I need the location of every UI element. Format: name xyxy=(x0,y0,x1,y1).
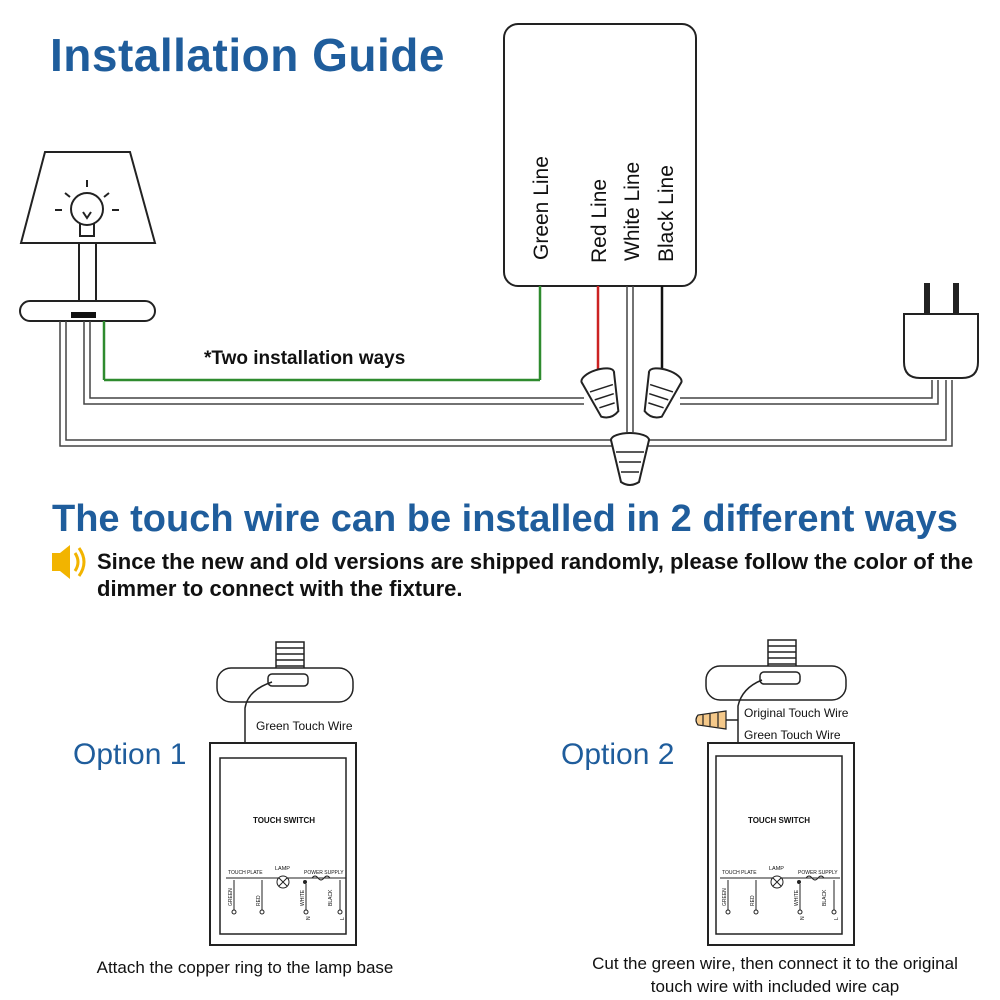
section-heading: The touch wire can be installed in 2 dif… xyxy=(52,498,958,540)
terminal-label: GREEN xyxy=(228,888,234,906)
terminal-label: BLACK xyxy=(328,889,334,906)
speaker-icon xyxy=(52,545,86,579)
terminal-label: N xyxy=(306,916,312,920)
wiring-note: *Two installation ways xyxy=(204,348,405,369)
socket-icon xyxy=(216,641,354,703)
option2-diagram: Original Touch Wire Green Touch Wire TOU… xyxy=(695,639,855,946)
option2-switch-title: TOUCH SWITCH xyxy=(748,816,810,825)
terminal-label: N xyxy=(800,916,806,920)
terminal-label: L xyxy=(340,917,346,920)
dimmer-wire-label-green: Green Line xyxy=(530,156,553,260)
option2-wire-label-2: Green Touch Wire xyxy=(744,728,841,742)
terminal-label: RED xyxy=(256,895,262,906)
terminal-label: POWER SUPPLY xyxy=(798,870,838,876)
terminal-label: LAMP xyxy=(275,866,290,872)
option1-wire-label: Green Touch Wire xyxy=(256,719,353,733)
option2-caption-line2: touch wire with included wire cap xyxy=(650,977,900,996)
option2-label: Option 2 xyxy=(561,738,675,771)
dimmer-box xyxy=(503,23,697,287)
lamp-icon xyxy=(19,151,157,322)
option2-wire-label-1: Original Touch Wire xyxy=(744,706,849,720)
terminal-label: TOUCH PLATE xyxy=(722,870,757,876)
page-title: Installation Guide xyxy=(50,29,445,81)
terminal-label: BLACK xyxy=(822,889,828,906)
terminal-label: POWER SUPPLY xyxy=(304,870,344,876)
terminal-label: TOUCH PLATE xyxy=(228,870,263,876)
terminal-label: LAMP xyxy=(769,866,784,872)
dimmer-wire-label-red: Red Line xyxy=(588,179,611,263)
plug-icon xyxy=(903,283,979,379)
option1-caption: Attach the copper ring to the lamp base xyxy=(96,958,394,977)
terminal-label: GREEN xyxy=(722,888,728,906)
option1-switch-title: TOUCH SWITCH xyxy=(253,816,315,825)
terminal-label: WHITE xyxy=(794,889,800,906)
option2-caption: Cut the green wire, then connect it to t… xyxy=(552,952,998,998)
option2-caption-line1: Cut the green wire, then connect it to t… xyxy=(592,954,958,973)
terminal-label: WHITE xyxy=(300,889,306,906)
socket-icon xyxy=(705,639,847,701)
dimmer-wire-label-black: Black Line xyxy=(655,165,678,262)
terminal-label: L xyxy=(834,917,840,920)
terminal-label: RED xyxy=(750,895,756,906)
option1-label: Option 1 xyxy=(73,738,187,771)
dimmer-wire-label-white: White Line xyxy=(621,162,644,261)
bulb-icon xyxy=(55,180,119,237)
option1-diagram: Green Touch Wire TOUCH SWITCH TOUCH PLAT… xyxy=(209,641,357,946)
wire-nut-icon xyxy=(580,367,683,486)
wire-nut-icon xyxy=(695,710,727,730)
shipping-note: Since the new and old versions are shipp… xyxy=(97,549,974,601)
